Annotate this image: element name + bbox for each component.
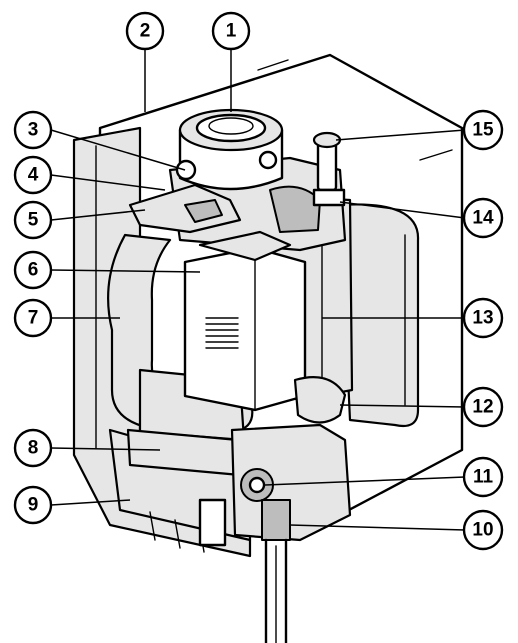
control-box xyxy=(183,230,307,412)
callout-7-label: 7 xyxy=(28,308,39,329)
callout-3: 3 xyxy=(13,110,53,150)
callout-8: 8 xyxy=(13,428,53,468)
pump-valve-group xyxy=(198,376,352,547)
callout-14-label: 14 xyxy=(472,208,494,229)
callout-3-label: 3 xyxy=(28,120,39,141)
flue-connection xyxy=(175,108,284,191)
callout-7: 7 xyxy=(13,298,53,338)
outlet-pipe xyxy=(264,538,288,643)
callout-5: 5 xyxy=(13,200,53,240)
callout-14: 14 xyxy=(462,197,504,239)
callout-11-label: 11 xyxy=(473,467,494,488)
callout-6-label: 6 xyxy=(28,260,39,281)
callout-13: 13 xyxy=(462,297,504,339)
callout-12: 12 xyxy=(462,386,504,428)
callout-11: 11 xyxy=(462,456,504,498)
callout-1: 1 xyxy=(211,11,251,51)
ignition-unit xyxy=(128,183,242,234)
callout-2-label: 2 xyxy=(140,21,151,42)
leader-lines xyxy=(50,49,466,531)
callout-10: 10 xyxy=(462,509,504,551)
callout-15: 15 xyxy=(462,109,504,151)
callout-6: 6 xyxy=(13,250,53,290)
callout-9: 9 xyxy=(13,485,53,525)
callout-5-label: 5 xyxy=(28,210,39,231)
callout-15-label: 15 xyxy=(472,120,494,141)
automatic-air-vent xyxy=(312,131,346,207)
callout-4: 4 xyxy=(13,155,53,195)
callout-10-label: 10 xyxy=(472,520,493,541)
control-box-vent-grille xyxy=(205,317,239,349)
callout-4-label: 4 xyxy=(28,165,39,186)
callout-1-label: 1 xyxy=(226,21,237,42)
callout-12-label: 12 xyxy=(472,397,493,418)
callout-2: 2 xyxy=(125,11,165,51)
expansion-vessel xyxy=(338,203,420,428)
callout-13-label: 13 xyxy=(472,308,493,329)
callout-8-label: 8 xyxy=(28,438,39,459)
callout-9-label: 9 xyxy=(28,495,39,516)
